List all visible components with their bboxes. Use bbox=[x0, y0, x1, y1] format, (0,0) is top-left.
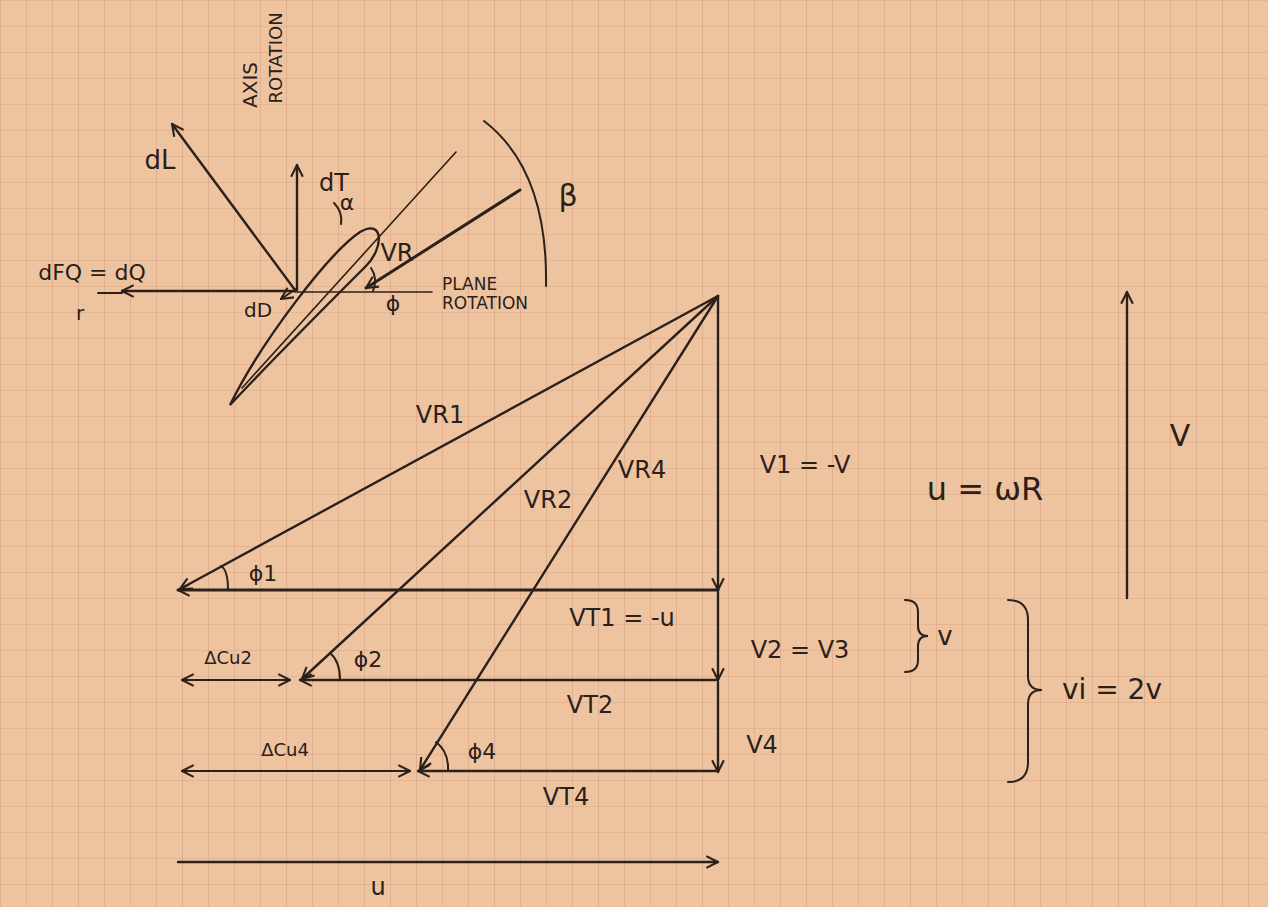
tangential-vt1 bbox=[178, 589, 718, 592]
swirl-arrow-4 bbox=[182, 770, 410, 772]
thrust-arrow bbox=[296, 165, 298, 290]
text-label: V2 = V3 bbox=[749, 637, 852, 663]
text-label: u bbox=[368, 874, 387, 900]
text-label: ϕ bbox=[384, 292, 403, 316]
text-label: dFQ = dQ bbox=[36, 261, 148, 285]
text-label: VR1 bbox=[414, 402, 466, 428]
large-brace bbox=[1008, 600, 1042, 782]
text-label: VR bbox=[378, 240, 415, 266]
text-label: V bbox=[1168, 419, 1193, 452]
axial-v2 bbox=[717, 592, 719, 680]
text-label: v bbox=[935, 622, 954, 651]
torque-force-arrow bbox=[122, 290, 295, 292]
text-label: α bbox=[338, 191, 357, 215]
peripheral-speed-arrow bbox=[178, 861, 718, 863]
text-label: ϕ4 bbox=[466, 740, 499, 764]
text-label: AXIS bbox=[239, 60, 261, 110]
chord-line bbox=[242, 152, 456, 388]
text-label: V1 = -V bbox=[758, 452, 853, 478]
text-label: VR4 bbox=[616, 457, 668, 483]
free-stream-arrow bbox=[1126, 292, 1128, 598]
lift-arrow bbox=[172, 124, 295, 290]
relative-vr4 bbox=[420, 296, 718, 770]
text-label: VR2 bbox=[522, 487, 574, 513]
text-label: V4 bbox=[744, 732, 780, 758]
axial-v1 bbox=[717, 296, 719, 590]
velocity-triangles bbox=[178, 292, 1127, 862]
phi-arc bbox=[371, 268, 375, 291]
text-label: β bbox=[556, 179, 579, 212]
text-label: r bbox=[74, 302, 86, 324]
airfoil bbox=[230, 228, 379, 405]
text-label: VT4 bbox=[541, 784, 591, 810]
text-label: VT1 = -u bbox=[567, 605, 677, 631]
drag-arrow bbox=[281, 289, 296, 299]
text-label: ΔCu2 bbox=[202, 648, 254, 668]
phi4-arc bbox=[436, 742, 448, 771]
text-label: u = ωR bbox=[925, 472, 1045, 507]
axial-v4 bbox=[717, 682, 719, 772]
fraction-bar bbox=[98, 292, 122, 294]
plane-line bbox=[295, 291, 432, 293]
relative-velocity-arrow bbox=[366, 190, 520, 288]
text-label: ΔCu4 bbox=[259, 740, 311, 760]
phi2-arc bbox=[330, 653, 340, 680]
text-label: dL bbox=[143, 146, 178, 175]
small-brace bbox=[905, 600, 928, 672]
relative-vr2 bbox=[302, 296, 718, 679]
text-label: ROTATION bbox=[266, 10, 286, 105]
text-label: ϕ2 bbox=[352, 648, 385, 672]
blade-element-sketch bbox=[98, 121, 546, 405]
phi1-arc bbox=[221, 566, 228, 590]
beta-arc bbox=[484, 121, 546, 286]
tangential-vt2 bbox=[300, 679, 716, 681]
text-label: PLANE ROTATION bbox=[440, 275, 544, 312]
text-label: dD bbox=[242, 299, 274, 321]
swirl-arrow-2 bbox=[182, 679, 290, 681]
tangential-vt4 bbox=[418, 770, 716, 772]
text-label: VT2 bbox=[565, 692, 615, 718]
text-label: ϕ1 bbox=[247, 562, 280, 586]
text-label: vi = 2v bbox=[1060, 675, 1164, 706]
